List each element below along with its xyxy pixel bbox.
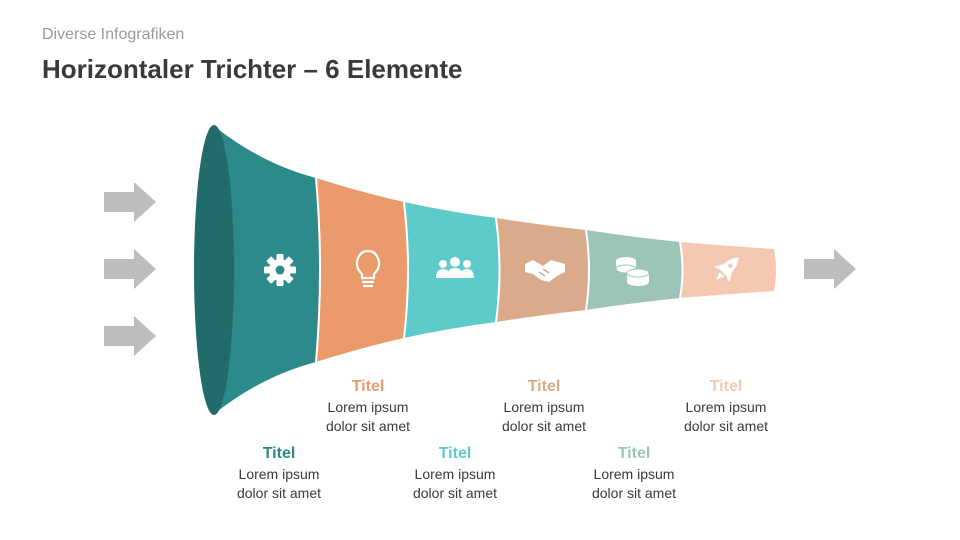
segment-text-3a: Lorem ipsum (414, 466, 496, 482)
funnel-mouth (194, 125, 234, 415)
segment-title-3: Titel (438, 445, 472, 462)
input-arrow-2 (104, 249, 156, 289)
segment-text-4b: dolor sit amet (501, 418, 587, 434)
segment-label-3: Titel Lorem ipsum dolor sit amet (385, 444, 525, 502)
segment-dividers (315, 177, 684, 363)
segment-label-2: Titel Lorem ipsum dolor sit amet (298, 377, 438, 435)
segment-text-6b: dolor sit amet (683, 418, 769, 434)
segment-label-5: Titel Lorem ipsum dolor sit amet (564, 444, 704, 502)
handshake-icon (525, 260, 565, 282)
input-arrow-3 (104, 316, 156, 356)
segment-title-5: Titel (617, 445, 651, 462)
segment-title-6: Titel (709, 378, 743, 395)
segment-label-6: Titel Lorem ipsum dolor sit amet (656, 377, 796, 435)
segment-text-3b: dolor sit amet (412, 485, 498, 501)
segment-label-1: Titel Lorem ipsum dolor sit amet (209, 444, 349, 502)
segment-text-1a: Lorem ipsum (238, 466, 320, 482)
segment-label-4: Titel Lorem ipsum dolor sit amet (474, 377, 614, 435)
segment-text-1b: dolor sit amet (236, 485, 322, 501)
segment-text-6a: Lorem ipsum (685, 399, 767, 415)
segment-title-1: Titel (262, 445, 296, 462)
page-subtitle: Diverse Infografiken (42, 26, 185, 43)
segment-title-2: Titel (351, 378, 385, 395)
people-icon (436, 257, 474, 278)
segment-text-4a: Lorem ipsum (503, 399, 585, 415)
output-arrow (804, 249, 856, 289)
rocket-icon (713, 257, 739, 283)
gear-icon (264, 254, 296, 286)
segment-text-2b: dolor sit amet (325, 418, 411, 434)
segment-title-4: Titel (527, 378, 561, 395)
segment-text-5a: Lorem ipsum (593, 466, 675, 482)
lightbulb-icon (355, 249, 381, 288)
segment-text-5b: dolor sit amet (591, 485, 677, 501)
segment-text-2a: Lorem ipsum (327, 399, 409, 415)
coins-icon (615, 257, 650, 286)
page-title: Horizontaler Trichter – 6 Elemente (42, 54, 463, 84)
funnel-segment-2 (316, 178, 408, 362)
input-arrow-1 (104, 182, 156, 222)
